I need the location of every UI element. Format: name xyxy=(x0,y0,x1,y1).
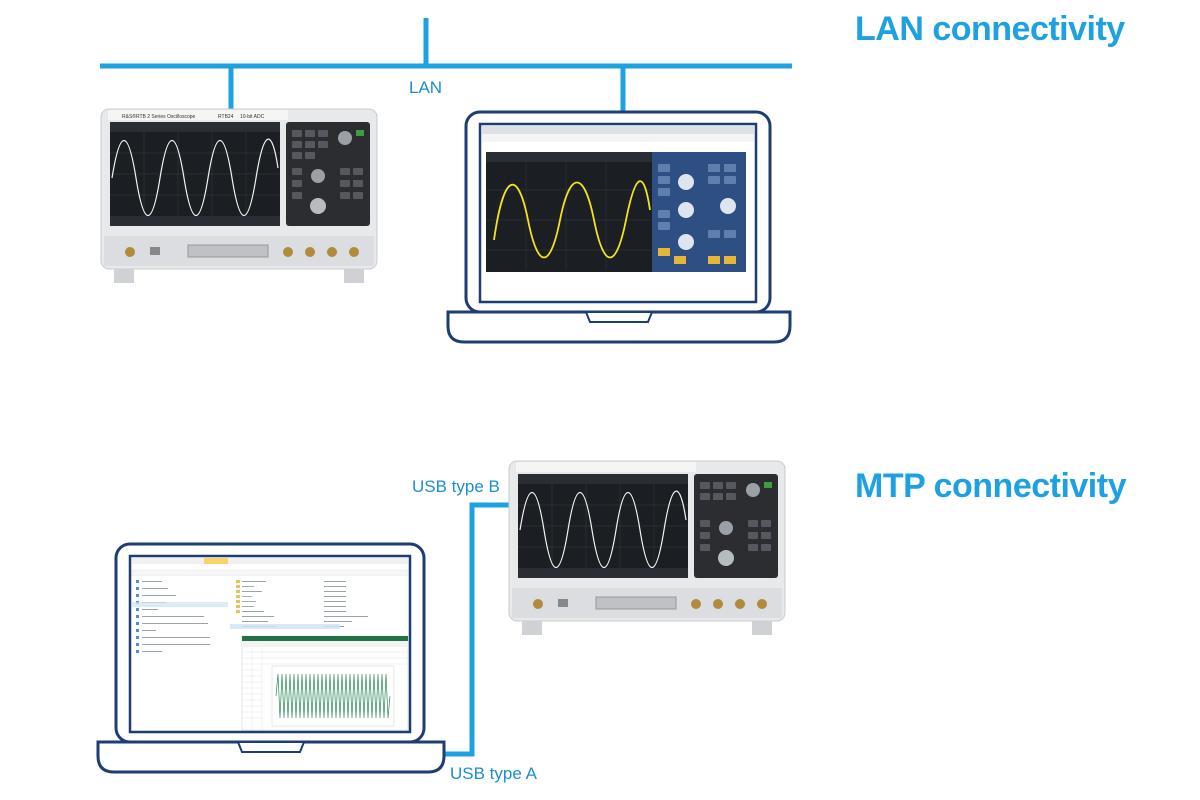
scope-brand-text: R&S®RTB 2 Series Oscilloscope xyxy=(122,113,196,120)
laptop-lan-graphic xyxy=(446,110,792,344)
laptop-lan xyxy=(446,110,792,346)
oscilloscope-lan: R&S®RTB 2 Series Oscilloscope RTB24 10-b… xyxy=(100,108,378,288)
usb-type-b-label: USB type B xyxy=(412,477,500,496)
oscilloscope-lan-graphic: R&S®RTB 2 Series Oscilloscope RTB24 10-b… xyxy=(100,108,378,283)
scope-model-text: RTB24 xyxy=(218,114,234,120)
scope-trace xyxy=(111,138,279,216)
laptop-mtp-graphic xyxy=(96,542,446,774)
usb-cable-line xyxy=(444,502,518,757)
lan-connectivity-heading: LAN connectivity xyxy=(855,10,1125,48)
scope-adc-text: 10-bit ADC xyxy=(240,114,265,120)
web-scope-trace xyxy=(493,180,651,259)
oscilloscope-mtp-graphic xyxy=(508,460,786,635)
spreadsheet-waveform xyxy=(275,673,391,719)
laptop-mtp xyxy=(96,542,446,776)
oscilloscope-mtp xyxy=(508,460,786,640)
mtp-connectivity-heading: MTP connectivity xyxy=(855,467,1127,505)
scope-mtp-trace xyxy=(519,490,687,568)
lan-label: LAN xyxy=(409,78,443,97)
usb-type-a-label: USB type A xyxy=(450,764,537,783)
